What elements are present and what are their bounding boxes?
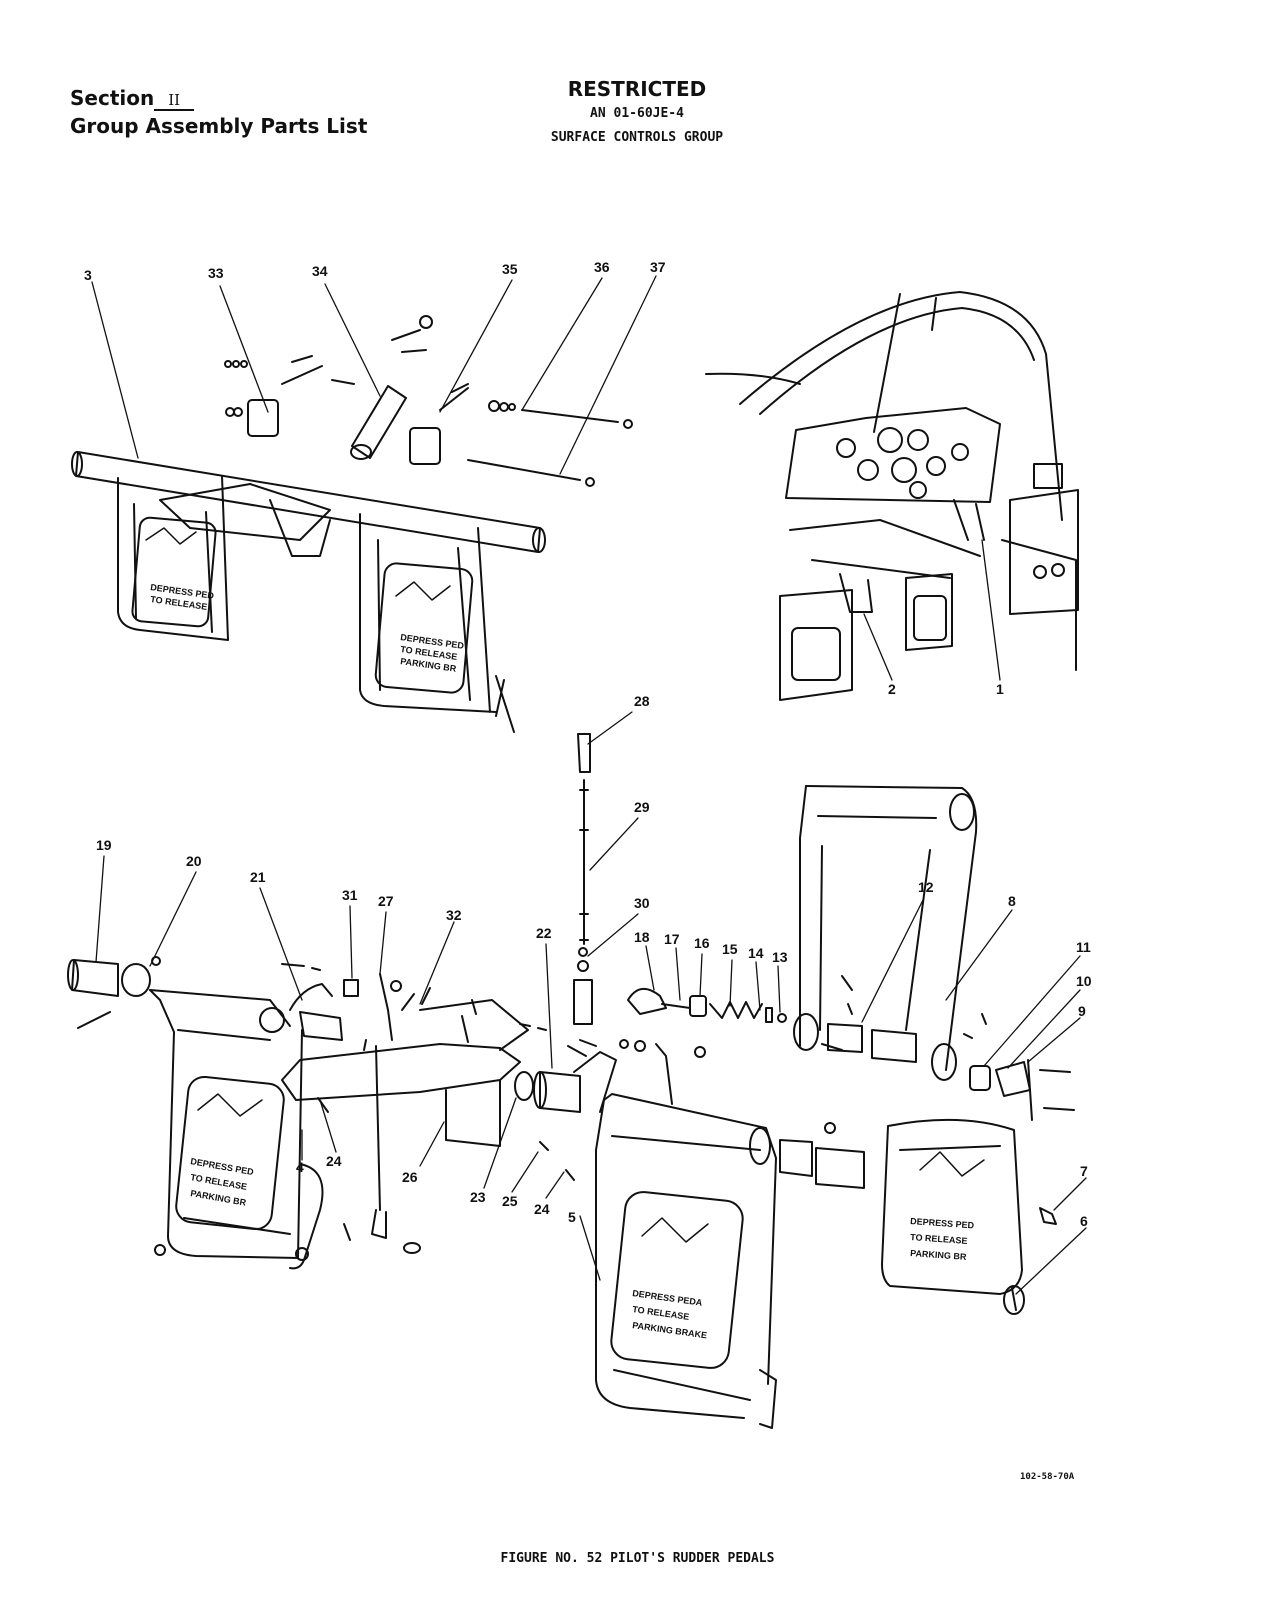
callout-10: 10 (1076, 973, 1092, 989)
document-number: AN 01-60JE-4 (590, 106, 684, 121)
callout-28: 28 (634, 693, 650, 709)
callout-7: 7 (1080, 1163, 1088, 1179)
callout-17: 17 (664, 931, 680, 947)
callout-leader-lines (91, 275, 1087, 1295)
callout-15: 15 (722, 941, 738, 957)
section-number: II (154, 91, 195, 111)
callout-37: 37 (650, 259, 666, 275)
drawing-number: 102-58-70A (1020, 1472, 1075, 1482)
callout-1: 1 (996, 681, 1004, 697)
callout-numbers: 3 33 34 35 36 37 1 2 28 29 30 19 20 21 3… (84, 259, 1092, 1229)
callout-8: 8 (1008, 893, 1016, 909)
classification-label: RESTRICTED (567, 77, 707, 101)
svg-text:TO RELEASE: TO RELEASE (632, 1304, 690, 1322)
lower-rudder-pedal-exploded-view: DEPRESS PED TO RELEASE PARKING BR (67, 733, 1075, 1429)
callout-14: 14 (748, 945, 764, 961)
callout-18: 18 (634, 929, 650, 945)
callout-33: 33 (208, 265, 224, 281)
callout-4: 4 (296, 1159, 304, 1175)
callout-16: 16 (694, 935, 710, 951)
callout-13: 13 (772, 949, 788, 965)
figure-caption: FIGURE NO. 52 PILOT'S RUDDER PEDALS (500, 1551, 775, 1566)
callout-25: 25 (502, 1193, 518, 1209)
svg-text:PARKING BRAKE: PARKING BRAKE (632, 1320, 708, 1340)
callout-27: 27 (378, 893, 394, 909)
callout-24: 24 (326, 1153, 342, 1169)
callout-11: 11 (1076, 939, 1091, 955)
callout-23: 23 (470, 1189, 486, 1205)
callout-5: 5 (568, 1209, 576, 1225)
callout-24-lower: 24 (534, 1201, 550, 1217)
callout-21: 21 (250, 869, 266, 885)
callout-34: 34 (312, 263, 328, 279)
group-title: SURFACE CONTROLS GROUP (550, 130, 724, 145)
callout-29: 29 (634, 799, 650, 815)
callout-35: 35 (502, 261, 518, 277)
svg-text:PARKING BR: PARKING BR (190, 1188, 248, 1208)
svg-text:DEPRESS PED: DEPRESS PED (910, 1216, 975, 1230)
callout-32: 32 (446, 907, 462, 923)
upper-rudder-pedal-assembly: DEPRESS PED TO RELEASE DEPRESS PED TO RE… (71, 315, 633, 733)
callout-30: 30 (634, 895, 650, 911)
section-label: Section (70, 86, 155, 110)
cockpit-location-view (705, 291, 1079, 701)
callout-2: 2 (888, 681, 896, 697)
callout-9: 9 (1078, 1003, 1086, 1019)
callout-3: 3 (84, 267, 92, 283)
callout-22: 22 (536, 925, 552, 941)
callout-19: 19 (96, 837, 112, 853)
callout-26: 26 (402, 1169, 418, 1185)
callout-12: 12 (918, 879, 934, 895)
callout-36: 36 (594, 259, 610, 275)
callout-6: 6 (1080, 1213, 1088, 1229)
svg-text:TO RELEASE: TO RELEASE (910, 1232, 968, 1246)
callout-31: 31 (342, 887, 358, 903)
document-header: RESTRICTED AN 01-60JE-4 SURFACE CONTROLS… (437, 76, 837, 150)
section-subtitle: Group Assembly Parts List (70, 114, 368, 138)
svg-text:PARKING BR: PARKING BR (910, 1248, 967, 1262)
callout-20: 20 (186, 853, 202, 869)
